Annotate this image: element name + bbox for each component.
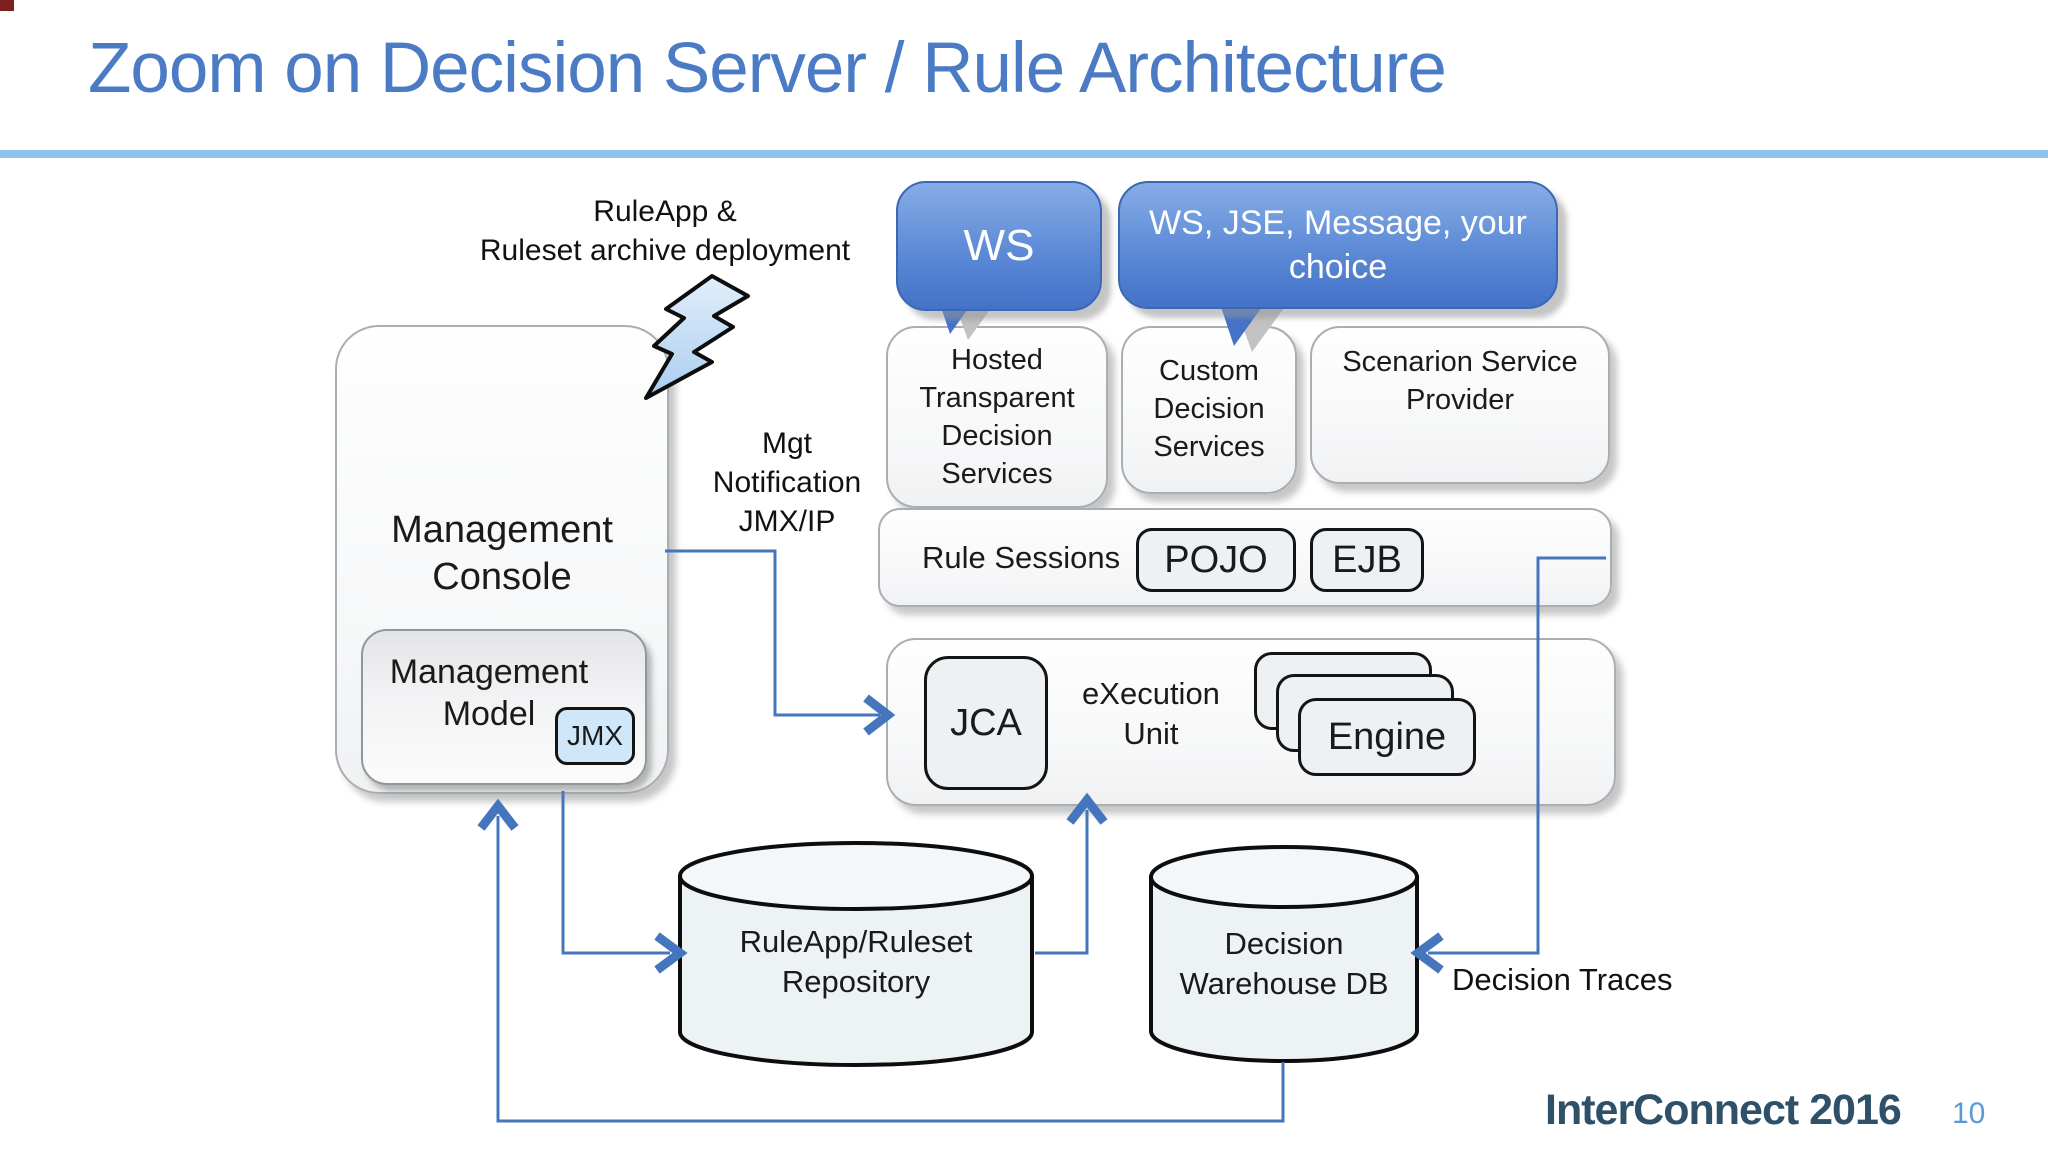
custom-label: Custom Decision Services — [1153, 355, 1265, 463]
warehouse-label: Decision Warehouse DB — [1179, 926, 1389, 1001]
management-console-box: Management Console Management Model JMX — [335, 325, 669, 794]
ws-bubble: WS — [896, 181, 1102, 311]
decision-warehouse-cylinder: Decision Warehouse DB — [1148, 844, 1420, 1064]
ejb-chip: EJB — [1310, 528, 1424, 592]
rule-sessions-bar: Rule Sessions POJO EJB — [878, 508, 1612, 607]
rule-sessions-label: Rule Sessions — [922, 540, 1121, 575]
hosted-label: Hosted Transparent Decision Services — [919, 344, 1075, 490]
footer-brand: InterConnect 2016 — [1545, 1086, 1902, 1134]
pojo-label: POJO — [1164, 538, 1268, 581]
jmx-chip: JMX — [555, 707, 635, 765]
repository-label: RuleApp/Ruleset Repository — [739, 924, 973, 999]
jca-chip: JCA — [924, 656, 1048, 790]
management-model-box: Management Model JMX — [361, 629, 647, 785]
management-console-label: Management Console — [391, 509, 613, 598]
scenarion-label: Scenarion Service Provider — [1342, 346, 1578, 416]
custom-decision-services-box: Custom Decision Services — [1121, 326, 1297, 494]
decision-traces-label: Decision Traces — [1452, 962, 1673, 997]
choice-bubble-label: WS, JSE, Message, your choice — [1149, 204, 1527, 286]
engine-label: Engine — [1327, 715, 1447, 758]
arrowhead-right-icon — [863, 694, 896, 736]
connector-repository-to-execution — [1035, 810, 1089, 955]
management-model-label: Management Model — [389, 653, 589, 733]
ws-bubble-label: WS — [963, 221, 1035, 270]
hosted-transparent-decision-services-box: Hosted Transparent Decision Services — [886, 326, 1108, 508]
slide-title: Zoom on Decision Server / Rule Architect… — [88, 29, 1447, 108]
engine-box-front: Engine — [1298, 698, 1476, 776]
choice-bubble-tail-icon — [1220, 304, 1264, 346]
scenarion-service-provider-box: Scenarion Service Provider — [1310, 326, 1610, 484]
title-divider — [0, 150, 2048, 158]
jca-label: JCA — [950, 701, 1022, 744]
pojo-chip: POJO — [1136, 528, 1296, 592]
arrowhead-up-icon — [477, 798, 519, 831]
corner-artifact — [0, 0, 14, 11]
arrowhead-left-icon — [1410, 932, 1444, 974]
ejb-label: EJB — [1332, 538, 1402, 581]
connector-console-to-repository — [561, 791, 670, 955]
deployment-label: RuleApp & Ruleset archive deployment — [479, 195, 851, 267]
ruleapp-repository-cylinder: RuleApp/Ruleset Repository — [677, 840, 1035, 1068]
connector-console-to-execution — [665, 549, 880, 717]
execution-unit-label: eXecution Unit — [1082, 676, 1220, 751]
page-number: 10 — [1952, 1097, 1986, 1130]
mgt-notification-label: Mgt Notification JMX/IP — [712, 427, 862, 538]
choice-bubble: WS, JSE, Message, your choice — [1118, 181, 1558, 309]
execution-unit-container: JCA eXecution Unit Engine — [886, 638, 1616, 806]
jmx-label: JMX — [567, 720, 623, 751]
